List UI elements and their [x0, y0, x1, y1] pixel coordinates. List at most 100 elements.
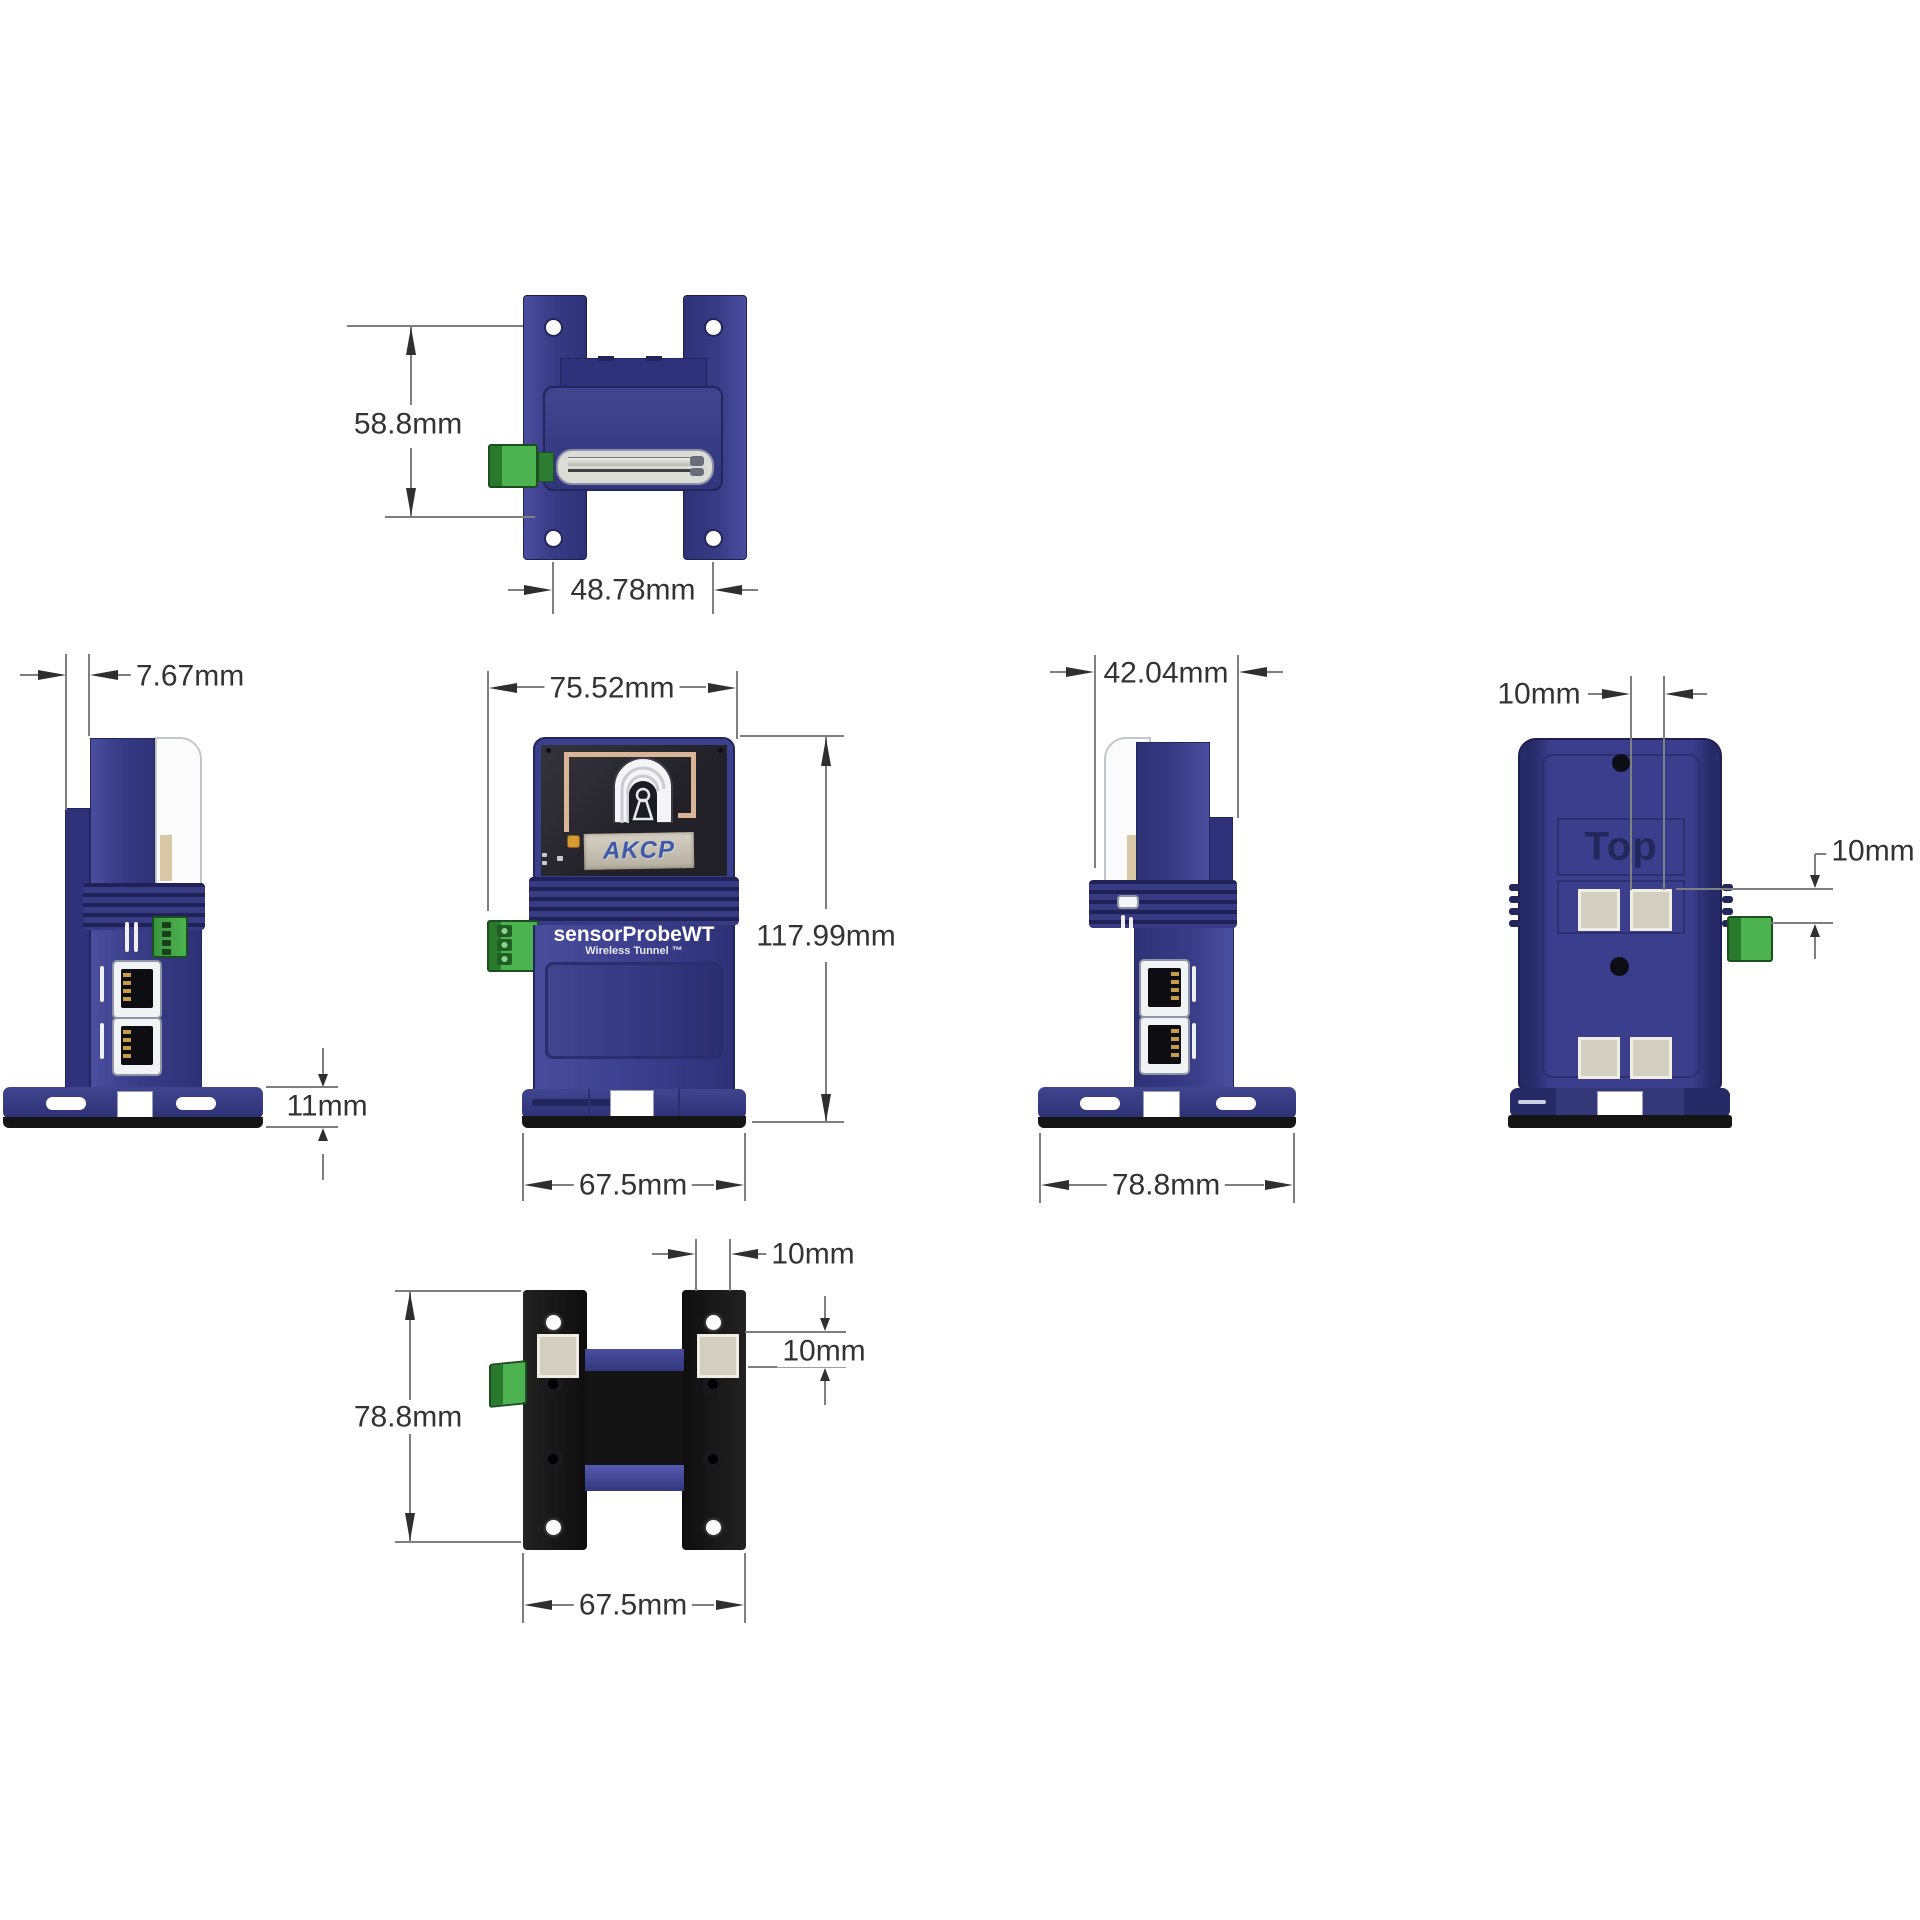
side-fin: [1722, 908, 1733, 915]
base-seam: [588, 1089, 590, 1117]
back-embossed-label: Top: [1584, 824, 1658, 869]
terminal-connector-green: [488, 444, 538, 488]
magnet-square: [1630, 889, 1672, 931]
port-pins: [1171, 1029, 1179, 1061]
antenna-trace: [564, 752, 569, 832]
ethernet-port: [1139, 1016, 1190, 1075]
magnet-square: [1578, 1037, 1620, 1079]
ext-line: [744, 1133, 746, 1201]
port-label-marks: [1192, 966, 1196, 1002]
antenna-trace: [691, 752, 696, 818]
dim-line: [410, 448, 412, 516]
ext-line: [1770, 922, 1833, 924]
ext-line: [712, 562, 714, 614]
dim-arrow-right: [668, 1249, 695, 1259]
dim-line: [409, 1292, 411, 1400]
dim-arrow-up: [318, 1128, 328, 1141]
ext-line: [1039, 1133, 1041, 1203]
dim-left-base-height: 11mm: [281, 1090, 373, 1122]
dim-arrow-left: [489, 683, 517, 693]
base-cap-line: [1518, 1100, 1546, 1104]
ext-line: [1237, 655, 1239, 818]
dim-line: [1069, 1184, 1113, 1186]
magnet-square: [697, 1334, 739, 1378]
dim-tail: [1693, 693, 1707, 695]
ext-line: [65, 654, 67, 810]
dim-arrow-right: [38, 670, 66, 680]
ext-line: [487, 671, 489, 911]
terminal-connector-green: [1727, 916, 1773, 962]
terminal-connector-green: [489, 1360, 527, 1408]
port-label-marks: [134, 922, 138, 952]
screw-hole: [706, 531, 721, 546]
dim-back-magnet-height: 10mm: [1826, 835, 1920, 867]
dim-arrow-left: [1239, 667, 1267, 677]
step-notch: [646, 356, 662, 361]
panel-screw: [546, 748, 551, 753]
ext-line: [266, 1126, 338, 1128]
dim-line: [409, 1434, 411, 1541]
bracket-right-plate: [682, 1290, 746, 1550]
dim-tail: [1267, 671, 1283, 673]
ext-line: [385, 516, 535, 518]
ext-line: [552, 562, 554, 614]
top-view-step: [560, 358, 707, 388]
side-fin: [1509, 920, 1520, 927]
port-label-marks: [1121, 915, 1125, 939]
leader-line: [1815, 853, 1837, 855]
port-pins: [1171, 972, 1179, 1004]
dim-arrow-left: [524, 1180, 552, 1190]
ethernet-port: [1139, 959, 1190, 1018]
rear-lip: [65, 808, 90, 1090]
port-pins: [123, 973, 131, 1005]
dim-arrow-up: [821, 738, 831, 766]
dim-bottom-magnet-height: 10mm: [777, 1335, 871, 1367]
dim-line: [517, 686, 551, 688]
dim-arrow-right: [716, 1180, 744, 1190]
side-fin: [1722, 896, 1733, 903]
screw-hole: [706, 1520, 721, 1535]
body-upper: [1136, 742, 1210, 888]
antenna-trace: [564, 752, 696, 757]
terminal-socket: [497, 953, 512, 965]
dim-arrow-right: [524, 585, 552, 595]
ethernet-port: [112, 1017, 162, 1076]
step-notch: [598, 356, 614, 361]
ribbed-collar: [529, 877, 739, 925]
panel-screw: [718, 748, 723, 753]
magnet-panel-outline: [1557, 880, 1685, 934]
ext-line: [266, 1086, 338, 1088]
terminal-pin-hole: [162, 931, 171, 937]
slot-hook: [690, 456, 704, 466]
product-subtitle-text: Wireless Tunnel ™: [585, 945, 683, 957]
bracket-web: [585, 1371, 684, 1468]
ext-line: [744, 1553, 746, 1623]
magnet-square: [1630, 1037, 1672, 1079]
terminal-socket: [497, 925, 512, 937]
status-led: [567, 835, 580, 848]
top-label-panel: [1557, 818, 1685, 876]
terminal-pin-hole: [162, 940, 171, 946]
dim-line: [1220, 1184, 1264, 1186]
dim-right-base-depth: 78.8mm: [1106, 1169, 1226, 1201]
dim-tail: [824, 1381, 826, 1405]
dim-arrow-left: [1665, 689, 1693, 699]
body-crossbar: [585, 1465, 684, 1491]
base-slot-shadow: [532, 1099, 640, 1106]
antenna-element: [160, 835, 172, 881]
dim-line: [676, 686, 706, 688]
dim-right-body-depth: 42.04mm: [1098, 657, 1234, 689]
dim-arrow-right: [716, 1600, 744, 1610]
slot-line: [568, 469, 696, 472]
body-crossbar: [585, 1349, 684, 1373]
terminal-block-side: [152, 916, 188, 958]
ext-line: [745, 1331, 846, 1333]
dim-arrow-left: [90, 670, 118, 680]
base-slot: [46, 1097, 86, 1110]
dim-tail: [824, 1296, 826, 1320]
screw-hole: [546, 1315, 561, 1330]
dim-top-hole-spacing: 48.78mm: [565, 574, 701, 606]
dim-arrow-up: [405, 1292, 415, 1320]
dim-tail: [742, 589, 758, 591]
dim-arrow-right: [708, 683, 736, 693]
